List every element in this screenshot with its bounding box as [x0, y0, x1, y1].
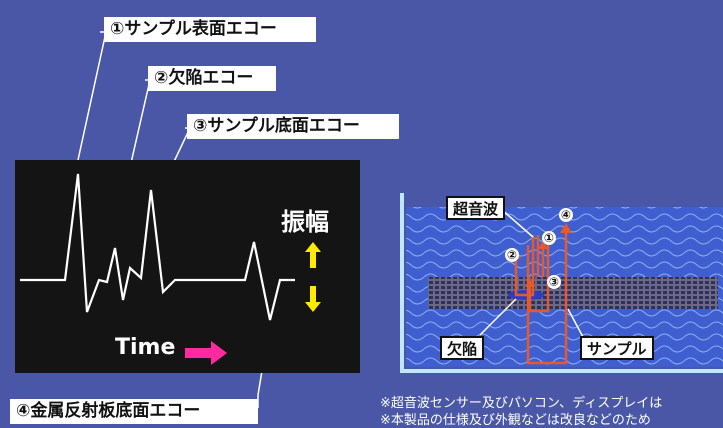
time-label: Time: [115, 335, 176, 360]
sample-label: サンプル: [580, 336, 654, 360]
note-line-2: ※本製品の仕様及び外観などは改良などのため: [380, 413, 651, 428]
leader-sample: [567, 308, 584, 338]
path-marker-1: ①: [544, 231, 554, 245]
path-marker-4: ④: [561, 208, 571, 222]
time-arrow-right-icon: [185, 341, 227, 365]
path-arrow-1-icon: [538, 241, 548, 249]
ultrasound-label: 超音波: [446, 196, 506, 220]
defect-label: 欠陥: [440, 336, 485, 360]
callout-bottom-echo: ③サンプル底面エコー: [187, 114, 399, 139]
leader-defect: [479, 298, 517, 336]
waveform-trace: [20, 173, 295, 321]
tank-wall: [400, 193, 723, 373]
amplitude-arrow-up-icon: [305, 242, 321, 268]
path-marker-3: ③: [549, 275, 559, 289]
path-marker-2: ②: [507, 248, 517, 262]
amplitude-label: 振幅: [281, 208, 329, 236]
note-line-1: ※超音波センサー及びパソコン、ディスプレイは: [380, 396, 663, 411]
leader-c1: [77, 31, 107, 161]
path-arrow-3-icon: [525, 279, 535, 287]
amplitude-arrow-down-icon: [305, 286, 321, 312]
ultrasound-paths: [514, 229, 568, 365]
leader-ultrasound: [500, 208, 534, 238]
path-arrow-4-icon: [560, 223, 572, 233]
callout-reflector-echo: ④金属反射板底面エコー: [10, 399, 258, 424]
callout-surface-echo: ①サンプル表面エコー: [104, 17, 316, 42]
oscilloscope-panel: 振幅 Time: [15, 160, 360, 373]
echo-waveform: [20, 173, 295, 321]
sample-block: [428, 277, 718, 309]
callout-defect-echo: ②欠陥エコー: [148, 66, 276, 91]
